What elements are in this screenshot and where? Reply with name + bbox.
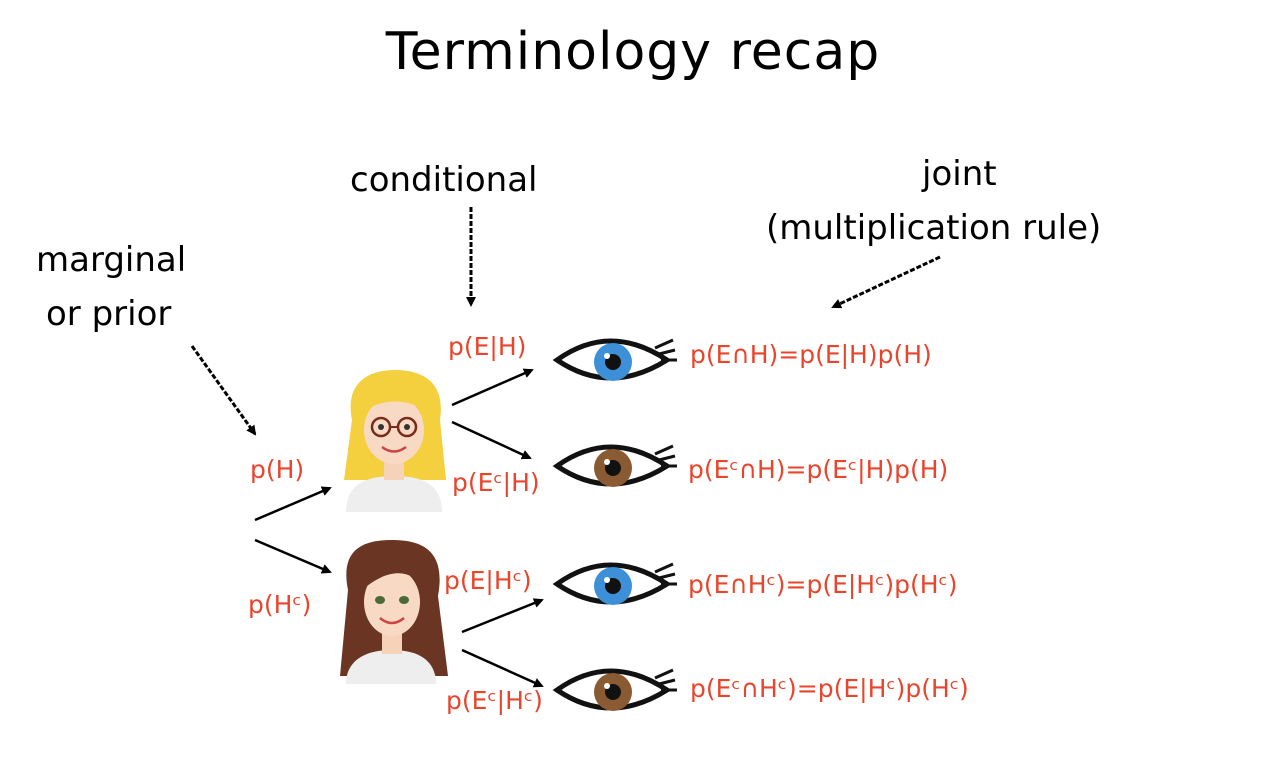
blue-eye-icon: [552, 562, 677, 605]
blue-eye-icon: [552, 338, 677, 381]
joint-e-and-hc: p(E∩Hᶜ)=p(E|Hᶜ)p(Hᶜ): [688, 570, 958, 599]
conditional-label: conditional: [350, 160, 538, 200]
branch-to-hc: [254, 538, 332, 574]
joint-label-line1: joint: [922, 154, 997, 194]
cond-e-given-hc: p(E|Hᶜ): [444, 566, 532, 595]
brown-eye-icon: [552, 444, 677, 487]
branch-h-to-ec: [451, 420, 532, 460]
branch-hc-to-e: [461, 598, 544, 634]
marginal-label-line1: marginal: [36, 240, 187, 280]
prior-h: p(H): [250, 455, 305, 484]
cond-ec-given-hc: p(Eᶜ|Hᶜ): [446, 686, 543, 715]
branch-h-to-e: [451, 368, 534, 407]
brunette-woman-avatar: [340, 540, 448, 684]
marginal-pointer-arrow: [190, 345, 257, 436]
cond-ec-given-h: p(Eᶜ|H): [452, 468, 540, 497]
joint-ec-and-hc: p(Eᶜ∩Hᶜ)=p(E|Hᶜ)p(Hᶜ): [690, 674, 969, 703]
blonde-woman-avatar: [344, 370, 446, 512]
joint-ec-and-h: p(Eᶜ∩H)=p(Eᶜ|H)p(H): [688, 455, 949, 484]
joint-pointer-arrow: [831, 255, 941, 309]
joint-label-line2: (multiplication rule): [766, 208, 1102, 248]
marginal-label-line2: or prior: [46, 294, 172, 334]
page-title: Terminology recap: [385, 22, 881, 82]
prior-hc: p(Hᶜ): [248, 590, 312, 619]
branch-hc-to-ec: [461, 648, 544, 688]
brown-eye-icon: [552, 668, 677, 711]
branch-to-h: [254, 486, 332, 522]
cond-e-given-h: p(E|H): [448, 332, 527, 361]
joint-e-and-h: p(E∩H)=p(E|H)p(H): [690, 340, 932, 369]
